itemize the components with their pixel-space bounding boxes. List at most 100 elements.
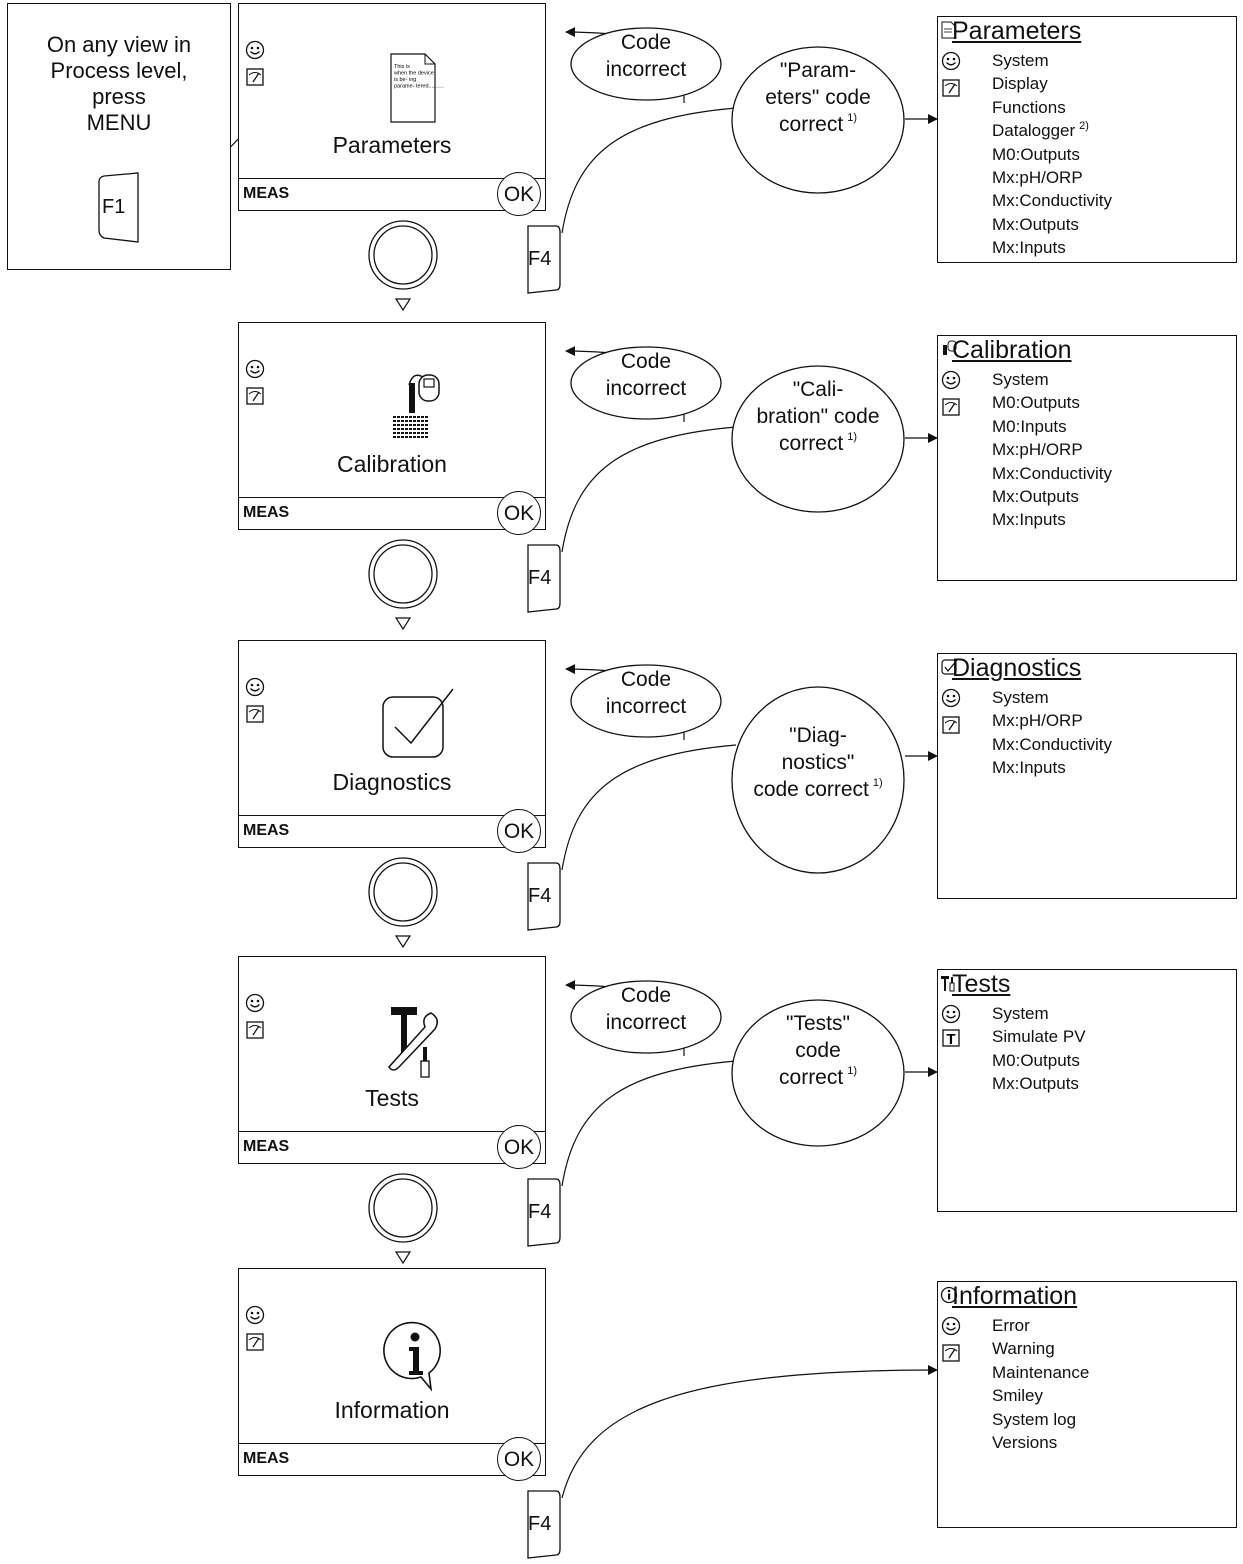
f4-key-label: F4 [528,885,552,907]
info-icon [940,1286,958,1304]
menu-item-label: Mx:Conductivity [992,463,1112,483]
code-incorrect-bubble [570,346,722,420]
smiley-icon [941,1316,961,1336]
scroll-down-button[interactable] [367,1172,439,1264]
meas-label: MEAS [243,185,290,202]
menu-item[interactable]: Maintenance [992,1361,1089,1384]
screen-title: Tests [365,1085,419,1111]
menu-item-label: M0:Outputs [992,393,1080,413]
menu-item-label: System log [992,1409,1077,1429]
menu-item[interactable]: System [992,1002,1086,1025]
ok-button[interactable]: OK [497,809,541,853]
menu-item[interactable]: Mx:Conductivity [992,189,1112,212]
menu-item[interactable]: Mx:Inputs [992,508,1112,531]
menu-item[interactable]: Mx:Outputs [992,485,1112,508]
ok-button[interactable]: OK [497,1125,541,1169]
menu-item[interactable]: Warning [992,1337,1089,1360]
menu-item[interactable]: Simulate PV [992,1025,1086,1048]
status-bar: MEAS [239,497,545,529]
screen-title: Calibration [337,451,447,477]
info-icon [383,1321,442,1392]
menu-item[interactable]: M0:Inputs [992,415,1112,438]
menu-item[interactable]: System log [992,1408,1089,1431]
smiley-icon [941,688,961,708]
menu-item-label: Mx:Conductivity [992,191,1112,211]
menu-item-label: Smiley [992,1386,1044,1406]
status-bar: MEAS [239,1131,545,1163]
ok-button[interactable]: OK [497,491,541,535]
menu-item[interactable]: Mx:pH/ORP [992,166,1112,189]
scroll-down-button[interactable] [367,856,439,948]
f4-key[interactable]: F4 [526,1177,562,1247]
menu-item[interactable]: M0:Outputs [992,1049,1086,1072]
f4-key[interactable]: F4 [526,224,562,294]
menu-title: Parameters [952,17,1082,45]
menu-item[interactable]: Mx:Conductivity [992,462,1112,485]
menu-item[interactable]: M0:Outputs [992,143,1112,166]
gauge-icon [246,1333,264,1351]
menu-item[interactable]: Mx:Outputs [992,1072,1086,1095]
f4-key[interactable]: F4 [526,861,562,931]
f1-key[interactable]: F1 [96,172,142,244]
code-incorrect-bubble [570,980,722,1054]
intro-instruction: On any view in Process level, press MENU [46,32,192,135]
menu-item[interactable]: Mx:pH/ORP [992,438,1112,461]
menu-item[interactable]: Functions [992,96,1112,119]
menu-item-label: M0:Inputs [992,416,1067,436]
menu-item[interactable]: System [992,686,1112,709]
menu-item-label: Versions [992,1433,1058,1453]
menu-item-label: Warning [992,1339,1055,1359]
menu-item-label: Mx:pH/ORP [992,711,1083,731]
scroll-down-button[interactable] [367,219,439,311]
f4-key[interactable]: F4 [526,1489,562,1559]
f1-key-label: F1 [102,196,126,218]
check-icon [382,688,454,758]
menu-item[interactable]: Mx:Inputs [992,236,1112,259]
screen-title: Information [334,1397,450,1423]
menu-item[interactable]: Display [992,72,1112,95]
screen-title: Diagnostics [332,769,452,795]
intro-box: On any view in Process level, press MENU… [7,3,231,270]
menu-item[interactable]: Mx:Conductivity [992,733,1112,756]
smiley-icon [245,40,265,60]
menu-item[interactable]: M0:Outputs [992,391,1112,414]
menu-item[interactable]: System [992,368,1112,391]
menu-item[interactable]: Mx:Inputs [992,756,1112,779]
f4-key-label: F4 [528,1513,552,1535]
smiley-icon [941,1004,961,1024]
code-correct-bubble [731,686,905,874]
menu-title: Diagnostics [952,654,1082,682]
ok-button[interactable]: OK [497,172,541,216]
menu-item-label: System [992,1004,1049,1023]
smiley-icon [245,677,265,697]
menu-item[interactable]: Error [992,1314,1089,1337]
scroll-down-button[interactable] [367,538,439,630]
menu-item[interactable]: Mx:pH/ORP [992,709,1112,732]
menu-item-label: Mx:Conductivity [992,734,1112,754]
f4-key[interactable]: F4 [526,543,562,613]
svg-text:when the device: when the device [393,71,434,77]
menu-item[interactable]: Mx:Outputs [992,213,1112,236]
menu-item[interactable]: Smiley [992,1384,1089,1407]
menu-item-label: Maintenance [992,1362,1090,1382]
menu-item[interactable]: Versions [992,1431,1089,1454]
f4-key-label: F4 [528,567,552,589]
gauge-icon [246,705,264,723]
menu-item[interactable]: System [992,49,1112,72]
ok-button[interactable]: OK [497,1437,541,1481]
code-correct-bubble [731,46,905,194]
key-outline [98,172,139,243]
gauge-icon [942,79,960,97]
gauge-icon [246,387,264,405]
menu-item-label: Mx:Outputs [992,487,1079,507]
code-correct-bubble [731,999,905,1147]
